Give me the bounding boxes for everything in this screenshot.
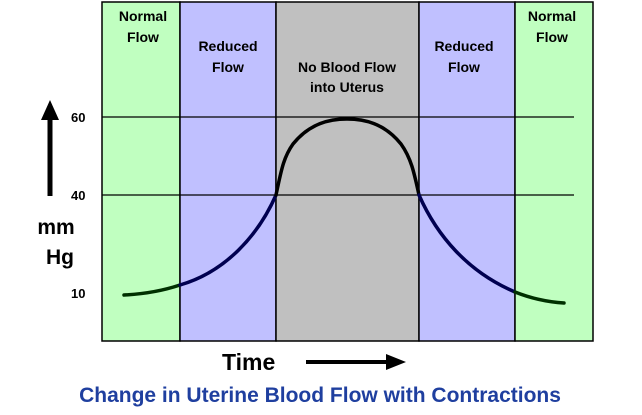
y-unit-hg: Hg (46, 246, 74, 269)
y-unit-mm: mm (37, 216, 74, 239)
curve-normal-right (513, 290, 566, 305)
y-tick-10: 10 (71, 286, 85, 301)
flow-zones (101, 1, 594, 342)
zone-reduced-left (179, 1, 277, 342)
x-axis-arrow (306, 354, 406, 370)
curve-normal-left (122, 283, 182, 297)
x-axis-label: Time (222, 349, 275, 375)
zone-label-reduced-right-2: Flow (448, 59, 480, 75)
x-arrow-head (386, 354, 406, 370)
zone-no-flow (275, 1, 420, 342)
zone-label-reduced-right-1: Reduced (434, 38, 493, 54)
zone-label-normal-right-1: Normal (528, 8, 576, 24)
curve-peak (274, 117, 421, 197)
zone-label-reduced-left-1: Reduced (198, 38, 257, 54)
y-tick-40: 40 (71, 188, 85, 203)
y-arrow-head (41, 100, 59, 120)
zone-normal-left (101, 1, 181, 342)
curve-reduced-right (417, 193, 517, 294)
zone-label-no-flow-2: into Uterus (310, 79, 384, 95)
zone-label-reduced-left-2: Flow (212, 59, 244, 75)
curve-reduced-left (178, 193, 278, 287)
diagram-caption: Change in Uterine Blood Flow with Contra… (79, 384, 561, 407)
pressure-curve (122, 117, 566, 305)
y-tick-60: 60 (71, 110, 85, 125)
zone-label-normal-left-2: Flow (127, 29, 159, 45)
zone-label-normal-left-1: Normal (119, 8, 167, 24)
zone-label-normal-right-2: Flow (536, 29, 568, 45)
zone-normal-right (514, 1, 594, 342)
y-axis-arrow (41, 100, 59, 196)
gridlines (102, 116, 574, 196)
zone-label-no-flow-1: No Blood Flow (298, 59, 396, 75)
